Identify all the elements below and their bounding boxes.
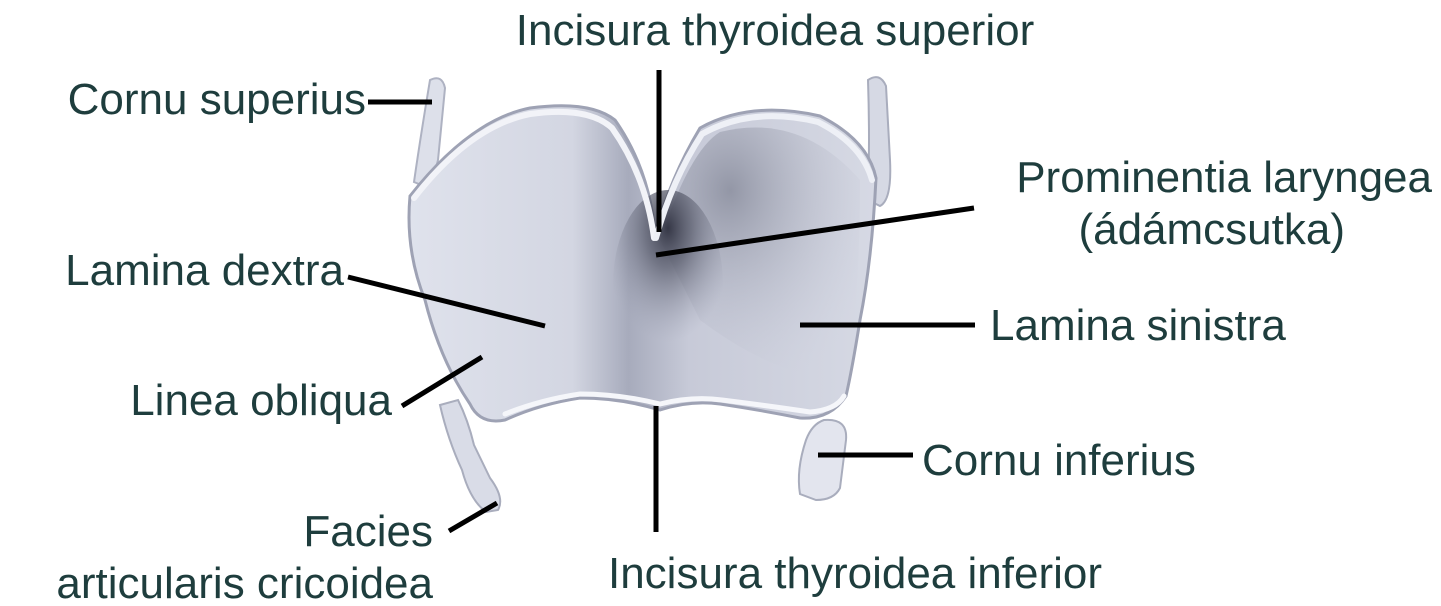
prominentia-shadow [613, 190, 723, 380]
label-incisura-superior: Incisura thyroidea superior [516, 6, 1034, 55]
label-incisura-inferior: Incisura thyroidea inferior [608, 549, 1102, 598]
label-cornu-inferius: Cornu inferius [922, 436, 1196, 485]
label-cornu-superius: Cornu superius [68, 75, 366, 124]
leader-facies-articularis [449, 503, 497, 531]
cartilage-illustration [409, 77, 890, 512]
label-facies-line1: Facies [303, 507, 433, 556]
label-prominentia-line2: (ádámcsutka) [1078, 205, 1345, 254]
cornu-inferius-left-shape [799, 420, 846, 500]
label-lamina-dextra: Lamina dextra [65, 246, 344, 295]
label-prominentia-line1: Prominentia laryngea [1016, 153, 1432, 202]
label-lamina-sinistra: Lamina sinistra [990, 301, 1286, 350]
label-facies-line2: articularis cricoidea [56, 559, 433, 606]
label-linea-obliqua: Linea obliqua [130, 376, 392, 425]
